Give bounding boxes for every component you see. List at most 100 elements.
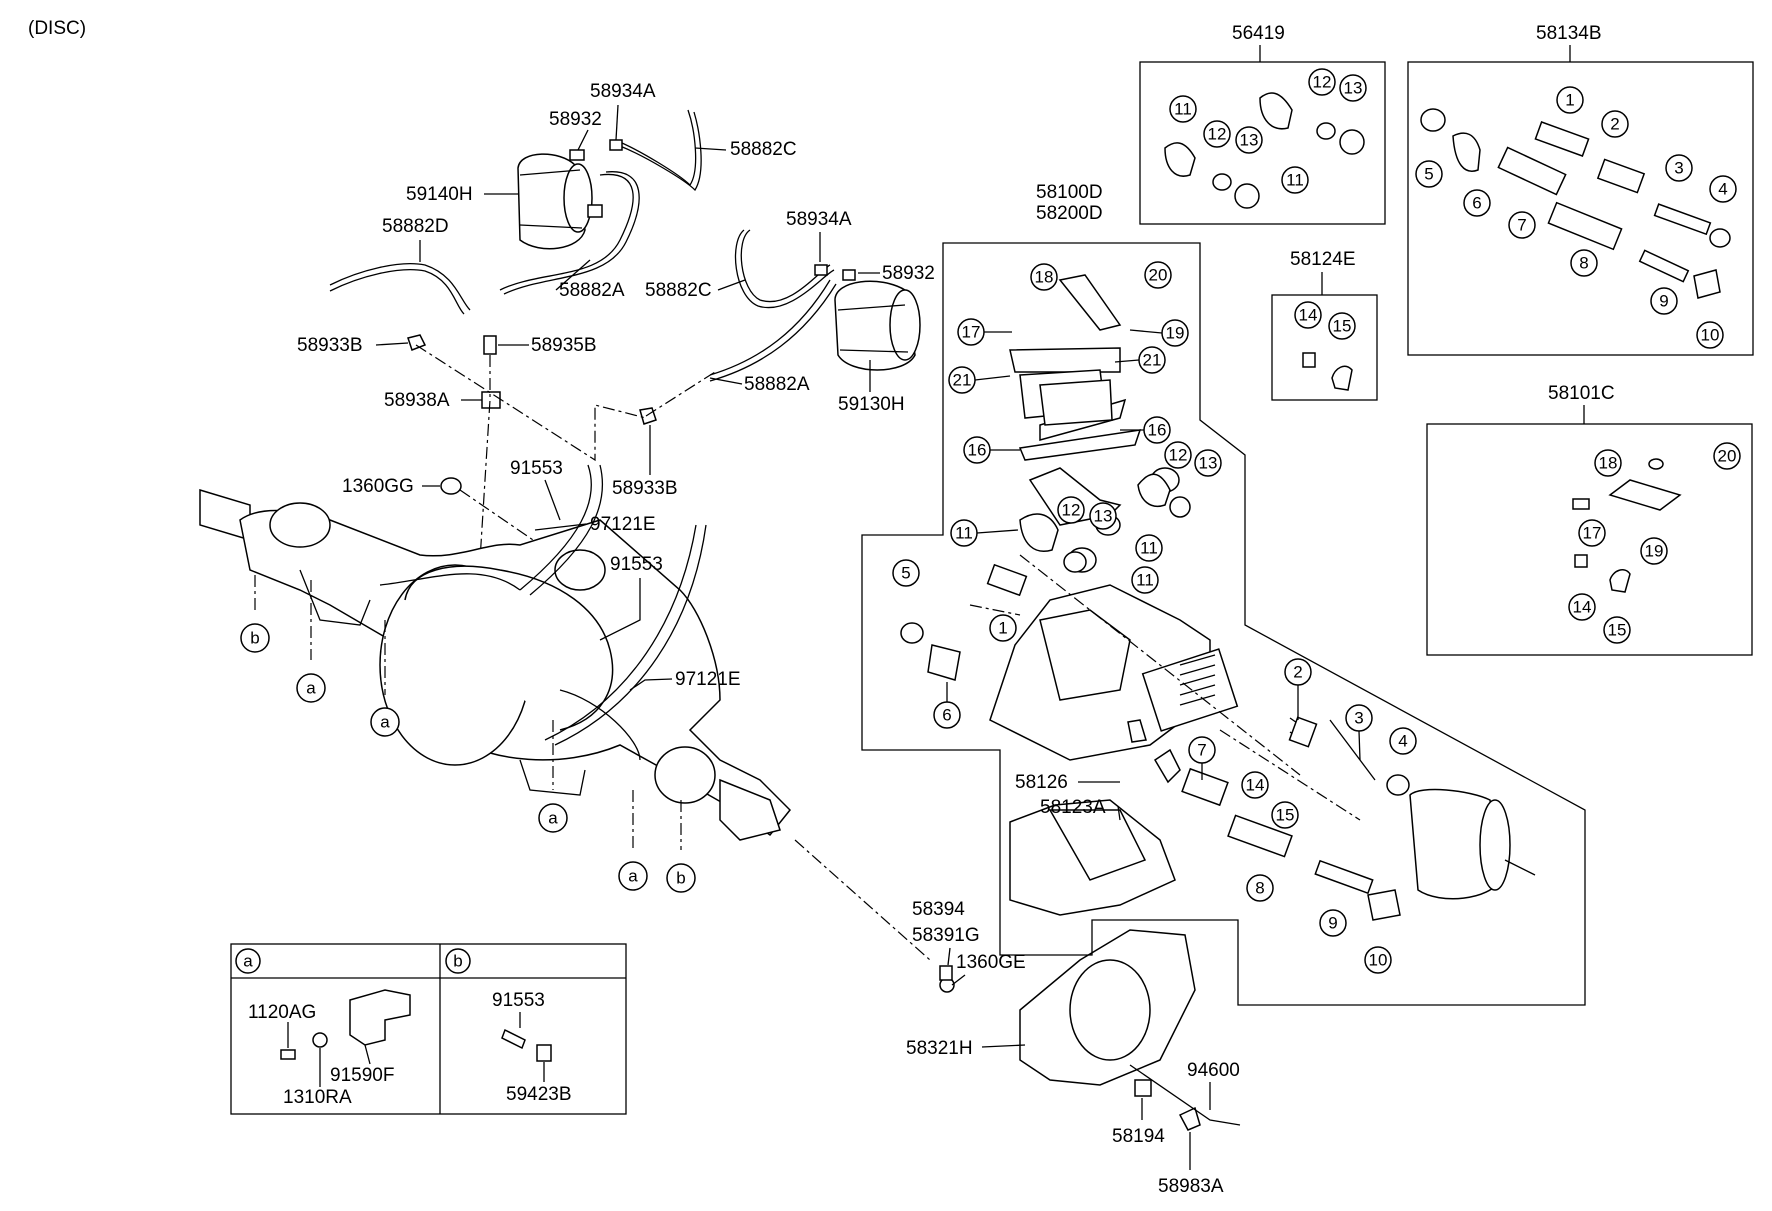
- svg-text:58391G: 58391G: [912, 925, 980, 946]
- legend-label-59423b: 59423B: [506, 1084, 572, 1105]
- svg-text:56419: 56419: [1232, 23, 1285, 44]
- svg-text:3: 3: [1354, 709, 1363, 728]
- svg-text:58200D: 58200D: [1036, 203, 1103, 224]
- svg-text:1360GE: 1360GE: [956, 952, 1026, 973]
- svg-text:58934A: 58934A: [590, 81, 656, 102]
- svg-text:10: 10: [1701, 326, 1720, 345]
- svg-text:8: 8: [1255, 879, 1264, 898]
- svg-text:20: 20: [1718, 447, 1737, 466]
- svg-text:16: 16: [968, 441, 987, 460]
- svg-text:3: 3: [1674, 159, 1683, 178]
- svg-text:13: 13: [1094, 507, 1113, 526]
- diagram-title: (DISC): [28, 18, 86, 39]
- svg-text:58126: 58126: [1015, 772, 1068, 793]
- svg-text:13: 13: [1240, 131, 1259, 150]
- svg-text:58935B: 58935B: [531, 335, 597, 356]
- svg-text:14: 14: [1299, 306, 1318, 325]
- svg-text:9: 9: [1328, 914, 1337, 933]
- svg-text:58983A: 58983A: [1158, 1176, 1224, 1197]
- svg-text:2: 2: [1293, 663, 1302, 682]
- svg-text:17: 17: [1583, 524, 1602, 543]
- marker-a-mid: a: [538, 720, 568, 833]
- svg-text:11: 11: [955, 524, 973, 543]
- svg-text:58124E: 58124E: [1290, 249, 1356, 270]
- svg-text:15: 15: [1333, 317, 1352, 336]
- kit-58101c: 58101C 18 20 17 19 14 15: [1426, 383, 1753, 656]
- svg-text:a: a: [548, 809, 558, 828]
- hose-58882c-top: [614, 109, 697, 187]
- svg-text:7: 7: [1517, 216, 1526, 235]
- svg-text:b: b: [250, 629, 259, 648]
- svg-text:1: 1: [1565, 91, 1574, 110]
- svg-text:58321H: 58321H: [906, 1038, 973, 1059]
- brake-backing-plate: [939, 929, 1241, 1131]
- svg-text:58932: 58932: [882, 263, 935, 284]
- caliper-components: [900, 274, 1410, 921]
- svg-text:91553: 91553: [610, 554, 663, 575]
- svg-text:5: 5: [1424, 165, 1433, 184]
- legend-tag-b: b: [453, 952, 462, 971]
- svg-text:1: 1: [998, 619, 1007, 638]
- caliper-assembly-outline: [861, 242, 1586, 1006]
- legend-label-91590f: 91590F: [330, 1065, 394, 1086]
- svg-text:58882A: 58882A: [744, 374, 810, 395]
- kit-58124e: 58124E 14 15: [1271, 249, 1378, 401]
- svg-text:21: 21: [1143, 351, 1162, 370]
- svg-text:17: 17: [962, 323, 981, 342]
- svg-text:58394: 58394: [912, 899, 965, 920]
- svg-text:10: 10: [1369, 951, 1388, 970]
- svg-text:16: 16: [1148, 421, 1167, 440]
- svg-text:9: 9: [1659, 292, 1668, 311]
- svg-text:14: 14: [1246, 776, 1265, 795]
- svg-text:58933B: 58933B: [612, 478, 678, 499]
- hose-58882d: [329, 263, 471, 311]
- svg-text:12: 12: [1313, 73, 1332, 92]
- caliper-axis-line: [1019, 554, 1301, 776]
- svg-text:13: 13: [1199, 454, 1218, 473]
- fitting-58932-mid: [842, 269, 856, 281]
- kit-58134b: 58134B 5 6 7 1 2 3 4 8 9 10: [1407, 23, 1754, 356]
- marker-a-center: a: [370, 620, 400, 737]
- hose-58882c-mid-outline: [734, 229, 835, 309]
- caliper-labels: 58100D 58200D 58126 58123A: [1015, 182, 1121, 821]
- svg-text:7: 7: [1197, 741, 1206, 760]
- svg-text:18: 18: [1035, 268, 1054, 287]
- svg-text:6: 6: [942, 706, 951, 725]
- svg-text:12: 12: [1208, 125, 1227, 144]
- svg-text:5: 5: [901, 564, 910, 583]
- part-labels-left: 58934A 58932 58882C 59140H 58882D 58882A…: [297, 81, 935, 691]
- svg-text:11: 11: [1174, 100, 1192, 119]
- svg-text:11: 11: [1286, 171, 1304, 190]
- hose-58882a-mid: [709, 279, 831, 376]
- svg-text:21: 21: [953, 371, 972, 390]
- svg-text:4: 4: [1398, 732, 1407, 751]
- axle-housing: [199, 488, 792, 841]
- wire-91553-mid: [544, 524, 697, 741]
- fitting-58933b-mid: [639, 407, 657, 425]
- svg-text:18: 18: [1599, 454, 1618, 473]
- plug-1360gg: [440, 477, 462, 495]
- legend-label-1120ag: 1120AG: [248, 1002, 316, 1023]
- svg-text:58134B: 58134B: [1536, 23, 1602, 44]
- svg-text:58882C: 58882C: [645, 280, 712, 301]
- svg-text:58932: 58932: [549, 109, 602, 130]
- svg-text:58194: 58194: [1112, 1126, 1165, 1147]
- bracket-58938a: [481, 391, 501, 409]
- svg-text:a: a: [306, 679, 316, 698]
- svg-text:58938A: 58938A: [384, 390, 450, 411]
- svg-text:11: 11: [1136, 571, 1154, 590]
- marker-b-right: b: [666, 800, 696, 893]
- svg-text:58882C: 58882C: [730, 139, 797, 160]
- detail-legend: a b 1120AG 91590F 1310RA 91553 59423B: [230, 943, 627, 1115]
- fitting-58934a-top: [609, 139, 623, 151]
- svg-text:58882A: 58882A: [559, 280, 625, 301]
- svg-text:19: 19: [1166, 324, 1185, 343]
- svg-text:58882D: 58882D: [382, 216, 449, 237]
- svg-text:8: 8: [1579, 254, 1588, 273]
- marker-a-right: a: [618, 790, 648, 891]
- svg-text:20: 20: [1149, 266, 1168, 285]
- hose-58882a-upper-outline: [503, 171, 640, 295]
- svg-text:a: a: [628, 867, 638, 886]
- svg-text:15: 15: [1608, 621, 1627, 640]
